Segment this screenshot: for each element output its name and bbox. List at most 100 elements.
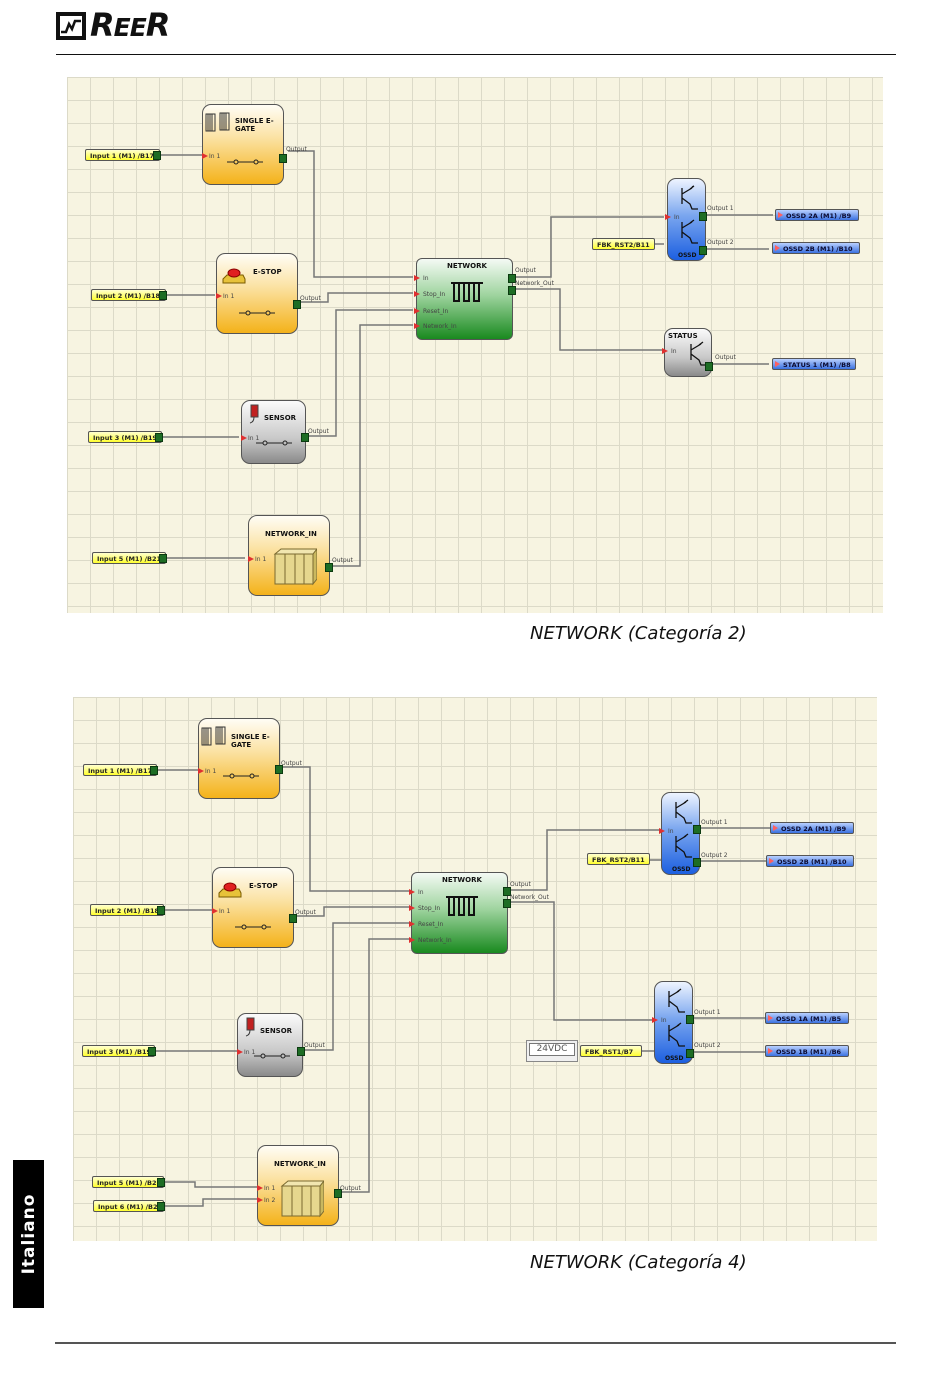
input-tag[interactable]: Input 3 (M1) /B19	[82, 1045, 155, 1057]
wire	[283, 766, 412, 892]
supply-24vdc-box[interactable]: 24VDC	[526, 1040, 578, 1062]
single-e-gate-block[interactable]: SINGLE E-GATE In 1	[202, 104, 287, 185]
input-port[interactable]	[409, 921, 415, 927]
output-tag[interactable]: OSSD 1A (M1) /B5	[765, 1012, 849, 1024]
output-port[interactable]	[150, 766, 158, 775]
input-tag[interactable]: Input 5 (M1) /B21	[92, 1176, 164, 1188]
output-tag[interactable]: STATUS 1 (M1) /B8	[772, 358, 856, 370]
output-tag[interactable]: OSSD 2B (M1) /B10	[766, 855, 854, 867]
output-tag[interactable]: OSSD 2A (M1) /B9	[770, 822, 854, 834]
output-port[interactable]	[503, 887, 511, 896]
output-port[interactable]	[289, 914, 297, 923]
port-label: Output 2	[694, 1042, 721, 1049]
output-port[interactable]	[293, 300, 301, 309]
network-block[interactable]: NETWORK In Stop_In Reset_In Network_In	[409, 872, 511, 954]
input-port[interactable]	[414, 308, 420, 314]
output-port[interactable]	[157, 906, 165, 915]
input-port[interactable]	[241, 435, 247, 441]
ossd-block[interactable]: In OSSD	[665, 178, 707, 261]
output-port[interactable]	[148, 1047, 156, 1056]
output-port[interactable]	[159, 554, 167, 563]
output-port[interactable]	[334, 1189, 342, 1198]
input-port[interactable]	[237, 1049, 243, 1055]
output-tag[interactable]: OSSD 2A (M1) /B9	[775, 209, 859, 221]
input-tag[interactable]: Input 6 (M1) /B22	[93, 1200, 164, 1212]
wire	[288, 150, 413, 278]
status-block[interactable]: STATUS In	[662, 328, 713, 377]
block-title: OSSD	[672, 866, 691, 873]
network-in-block[interactable]: NETWORK_IN In 1 In 2	[257, 1145, 342, 1226]
input-tag[interactable]: Input 5 (M1) /B21	[92, 552, 166, 564]
block-title: NETWORK_IN	[265, 530, 317, 538]
input-label: Input 1 (M1) /B17	[88, 767, 153, 775]
feedback-input-tag[interactable]: FBK_RST2/B11	[592, 238, 655, 250]
output-port[interactable]	[157, 1178, 165, 1187]
input-port[interactable]	[665, 214, 671, 220]
input-port[interactable]	[409, 937, 415, 943]
input-tag[interactable]: Input 3 (M1) /B19	[88, 431, 162, 443]
output-port[interactable]	[297, 1047, 305, 1056]
output-port[interactable]	[693, 825, 701, 834]
output-port[interactable]	[508, 274, 516, 283]
output-port[interactable]	[686, 1049, 694, 1058]
input-port[interactable]	[659, 828, 665, 834]
input-port[interactable]	[248, 556, 254, 562]
output-port[interactable]	[503, 899, 511, 908]
input-port[interactable]	[409, 889, 415, 895]
output-port[interactable]	[699, 212, 707, 221]
e-stop-block[interactable]: E-STOP In 1	[212, 867, 297, 948]
ossd-block[interactable]: In OSSD	[652, 981, 694, 1064]
feedback-input-tag[interactable]: FBK_RST2/B11	[587, 853, 650, 865]
output-port[interactable]	[279, 154, 287, 163]
output-port[interactable]	[699, 246, 707, 255]
block-title: NETWORK_IN	[274, 1160, 326, 1168]
single-e-gate-block[interactable]: SINGLE E-GATE In 1	[198, 718, 283, 799]
output-port[interactable]	[693, 858, 701, 867]
port-label: In 1	[244, 1049, 256, 1056]
ossd-block[interactable]: In OSSD	[659, 792, 701, 875]
feedback-input-tag[interactable]: FBK_RST1/B7	[580, 1045, 642, 1057]
input-port[interactable]	[216, 293, 222, 299]
input-port[interactable]	[662, 348, 668, 354]
output-port[interactable]	[275, 765, 283, 774]
wire	[306, 309, 413, 437]
output-tag[interactable]: OSSD 1B (M1) /B6	[765, 1045, 849, 1057]
input-tag[interactable]: Input 1 (M1) /B17	[85, 149, 160, 161]
gate-icon	[201, 726, 226, 746]
input-port[interactable]	[414, 291, 420, 297]
input-port[interactable]	[409, 905, 415, 911]
sensor-block[interactable]: SENSOR In 1	[241, 400, 309, 464]
output-port[interactable]	[705, 362, 713, 371]
input-tag[interactable]: Input 2 (M1) /B18	[91, 289, 166, 301]
e-stop-block[interactable]: E-STOP In 1	[216, 253, 301, 334]
output-port[interactable]	[508, 286, 516, 295]
input-label: Input 2 (M1) /B18	[95, 907, 160, 915]
output-port[interactable]	[301, 433, 309, 442]
input-port[interactable]	[257, 1185, 263, 1191]
port-label: Output	[300, 295, 321, 302]
port-label: Output	[332, 557, 353, 564]
wire	[511, 288, 664, 351]
input-tag[interactable]: Input 1 (M1) /B17	[83, 764, 157, 776]
output-tag[interactable]: OSSD 2B (M1) /B10	[772, 242, 860, 254]
input-port[interactable]	[198, 768, 204, 774]
network-block[interactable]: NETWORK In Stop_In Reset_In Network_In	[414, 258, 516, 340]
output-port[interactable]	[325, 563, 333, 572]
output-port[interactable]	[157, 1202, 165, 1211]
block-title: E-STOP	[249, 882, 278, 890]
controller-module-icon	[280, 1180, 324, 1218]
output-port[interactable]	[159, 291, 167, 300]
input-port[interactable]	[212, 908, 218, 914]
sensor-block[interactable]: SENSOR In 1	[237, 1013, 305, 1077]
output-port[interactable]	[686, 1015, 694, 1024]
input-port[interactable]	[414, 323, 420, 329]
input-port[interactable]	[652, 1017, 658, 1023]
input-port[interactable]	[414, 275, 420, 281]
input-tag[interactable]: Input 2 (M1) /B18	[90, 904, 164, 916]
input-port[interactable]	[257, 1197, 263, 1203]
output-port[interactable]	[153, 151, 161, 160]
network-in-block[interactable]: NETWORK_IN In 1	[248, 515, 333, 596]
input-label: Input 1 (M1) /B17	[90, 152, 155, 160]
input-port[interactable]	[202, 153, 208, 159]
output-port[interactable]	[155, 433, 163, 442]
